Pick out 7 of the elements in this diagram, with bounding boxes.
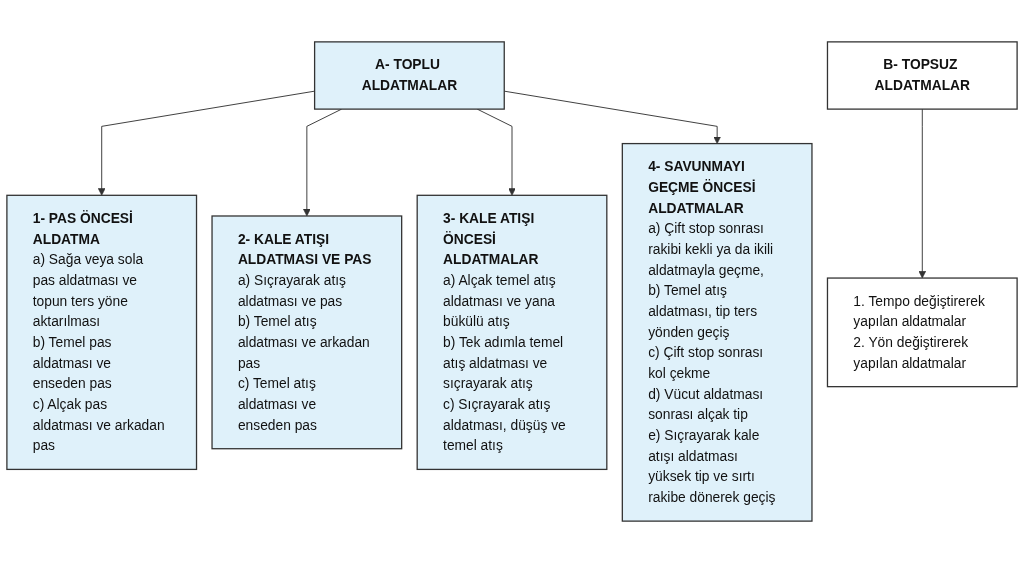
node-box [826, 277, 1018, 388]
node-box [211, 215, 403, 450]
node-box [6, 194, 198, 471]
node-box [313, 41, 505, 110]
node-box [621, 142, 813, 522]
node-box [416, 194, 608, 471]
node-box [826, 41, 1018, 110]
